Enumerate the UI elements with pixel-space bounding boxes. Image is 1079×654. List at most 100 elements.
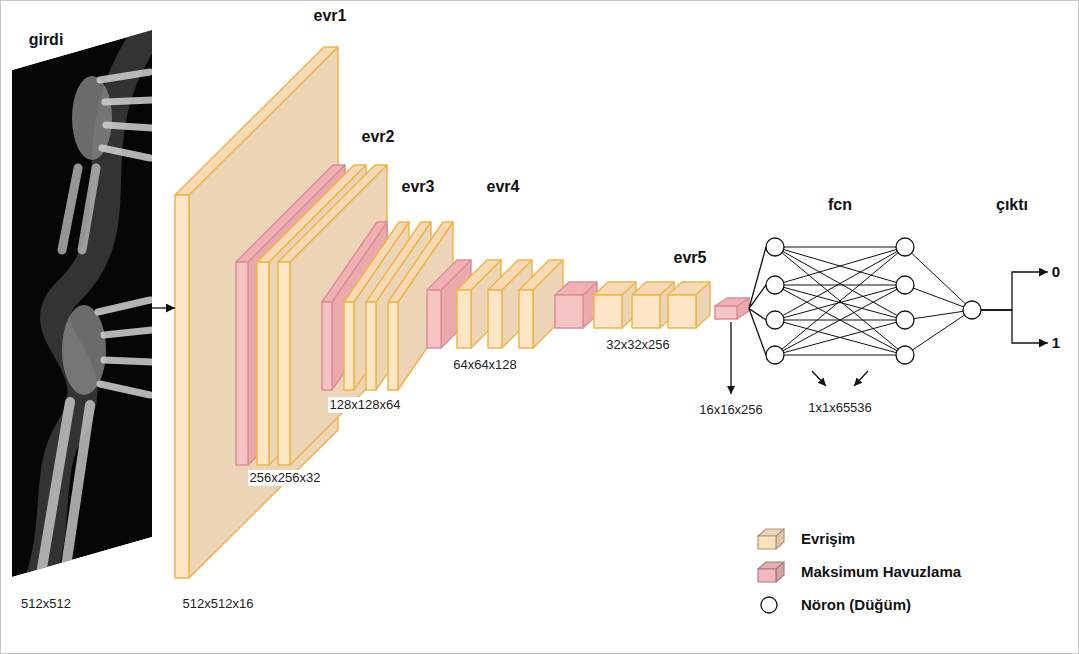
- finger-bones: [100, 72, 152, 158]
- forearm-bones: [62, 168, 96, 250]
- input-image: girdi512x512: [12, 30, 152, 577]
- dimension-label: 512x512: [19, 596, 73, 612]
- weight-line: [775, 285, 905, 355]
- conv-slab-face: [366, 302, 376, 390]
- pool-slab-face: [555, 282, 597, 295]
- neuron: [896, 238, 914, 256]
- pool-layer: 16x16x256: [715, 298, 749, 319]
- pool-slab: [427, 260, 471, 348]
- leader-arrow: [854, 371, 868, 386]
- conv-slab-face: [175, 47, 338, 195]
- legend-cuboid-face: [758, 569, 776, 582]
- conv-slab-face: [632, 295, 660, 328]
- layer-name: evr5: [674, 248, 707, 267]
- conv-stage: evr2256x256x32: [236, 165, 387, 465]
- weight-line: [905, 247, 972, 310]
- dimension-label: 128x128x64: [328, 397, 403, 413]
- weight-line: [775, 247, 905, 355]
- connector: [749, 247, 766, 355]
- neuron: [896, 346, 914, 364]
- svg-line: [104, 360, 152, 362]
- pool-slab-face: [715, 298, 749, 306]
- legend-row: Evrişim: [755, 522, 961, 555]
- xray-ground: [12, 30, 152, 577]
- weight-line: [775, 247, 905, 248]
- svg-line: [100, 384, 150, 395]
- weight-line: [775, 285, 905, 320]
- connector: [981, 310, 1048, 343]
- dimension-label: 32x32x256: [604, 337, 672, 353]
- layer-stack: [175, 47, 749, 578]
- weight-line: [905, 285, 972, 310]
- neuron: [963, 301, 981, 319]
- neuron: [766, 346, 784, 364]
- svg-line: [64, 405, 90, 580]
- leader-arrow: [730, 322, 731, 394]
- svg-line: [62, 168, 78, 250]
- pool-slab: [555, 282, 597, 328]
- conv-stage: evr3128x128x64: [322, 222, 453, 390]
- conv-slab-face: [388, 302, 398, 390]
- legend-cuboid-face: [758, 562, 784, 569]
- conv-slab-face: [344, 302, 354, 390]
- svg-line: [98, 300, 150, 312]
- weight-line: [905, 310, 972, 320]
- connector: [152, 307, 175, 308]
- conv-slab: [668, 282, 710, 328]
- svg-line: [104, 330, 152, 335]
- legend-swatch: [755, 559, 787, 585]
- conv-slab-face: [668, 282, 710, 295]
- finger-bones: [98, 300, 152, 395]
- pool-slab-face: [322, 302, 332, 390]
- output-class: 0: [1048, 261, 1064, 283]
- layer-name: evr1: [314, 6, 347, 25]
- legend-cuboid-face: [758, 536, 776, 549]
- conv-slab-face: [668, 295, 696, 328]
- dimension-label: 64x64x128: [451, 357, 519, 373]
- conv-slab: [278, 165, 387, 465]
- soft-tissue: [40, 30, 150, 580]
- weight-line: [775, 285, 905, 355]
- weight-line: [775, 247, 905, 320]
- legend: EvrişimMaksimum HavuzlamaNöron (Düğüm): [755, 522, 961, 621]
- conv-slab: [488, 260, 532, 348]
- legend-swatch: [755, 526, 787, 552]
- legend-text: Nöron (Düğüm): [801, 596, 911, 613]
- pool-slab-face: [715, 306, 737, 319]
- output-class: 1: [1048, 332, 1064, 354]
- neuron: [766, 311, 784, 329]
- svg-line: [82, 168, 96, 250]
- conv-slab-face: [257, 262, 269, 465]
- svg-line: [102, 148, 150, 158]
- dimension-label: 256x256x32: [248, 470, 323, 486]
- pool-slab: [715, 298, 749, 319]
- conv-slab-face: [594, 295, 622, 328]
- weight-line: [775, 247, 905, 285]
- dimension-label: 1x1x65536: [806, 400, 874, 416]
- layer-name: evr4: [487, 177, 520, 196]
- neuron: [896, 311, 914, 329]
- weight-line: [905, 310, 972, 355]
- conv-slab-face: [488, 290, 502, 348]
- conv-slab-face: [519, 290, 533, 348]
- conv-stage: evr532x32x256: [555, 282, 710, 328]
- conv-slab: [594, 282, 636, 328]
- output-label: 0: [1052, 263, 1060, 281]
- fc-network: fcn1x1x65536: [766, 238, 981, 364]
- layer-name: evr3: [402, 177, 435, 196]
- connector: [981, 272, 1048, 310]
- legend-text: Maksimum Havuzlama: [801, 563, 961, 580]
- conv-stage: evr464x64x128: [427, 260, 563, 348]
- layer-name: girdi: [29, 30, 64, 49]
- weight-line: [775, 320, 905, 355]
- legend-neuron: [761, 597, 777, 613]
- pool-slab-face: [427, 290, 441, 348]
- weight-line: [775, 320, 905, 355]
- pool-slab-face: [555, 295, 583, 328]
- weight-line: [775, 247, 905, 355]
- layer-name: evr2: [362, 127, 395, 146]
- legend-cuboid-face: [758, 529, 784, 536]
- legend-row: Nöron (Düğüm): [755, 588, 961, 621]
